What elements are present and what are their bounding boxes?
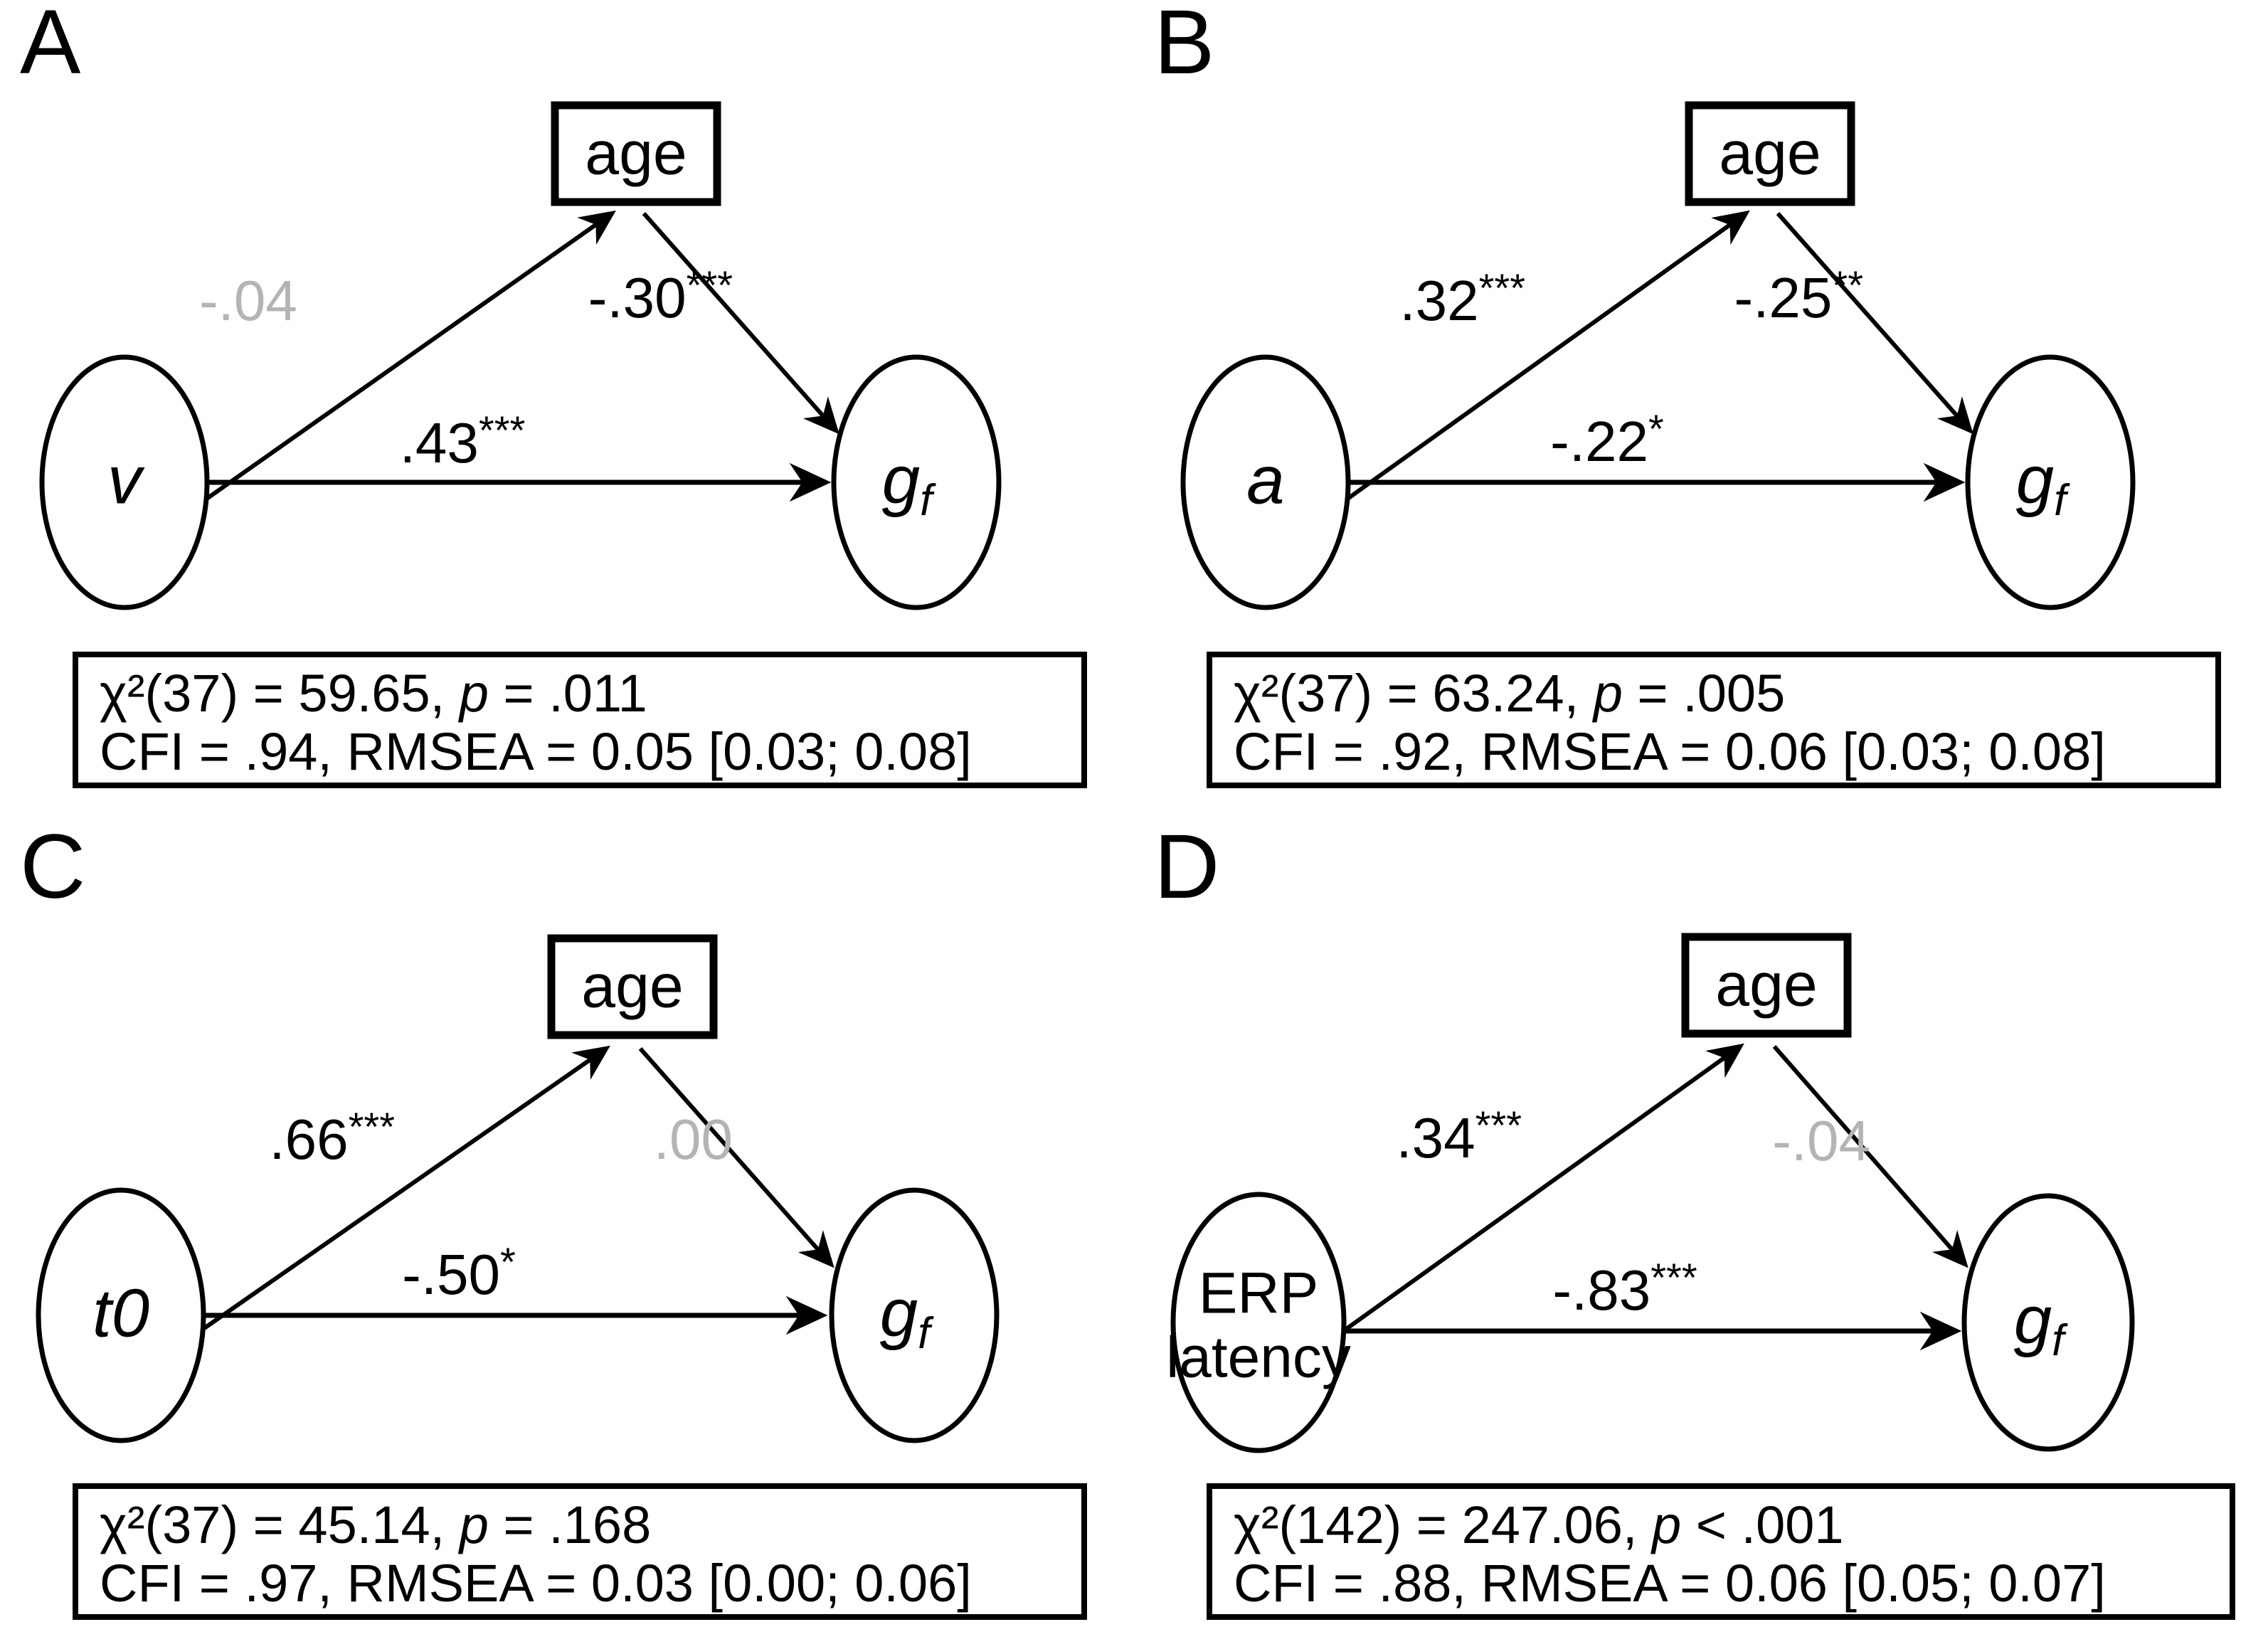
- mediator-box[interactable]: [551, 101, 721, 206]
- predictor-label-line-1: ERP: [1199, 1261, 1319, 1326]
- edge-mediator-to-outcome: [1776, 212, 1973, 435]
- label-predictor-to-mediator: .66***: [269, 1104, 395, 1171]
- label-predictor-to-outcome: -.22*: [1550, 406, 1664, 473]
- panel-d-diagram: age ERP latency gf .34*** -.04 -.83*** χ…: [1166, 933, 2235, 1620]
- label-mediator-to-outcome: -.25**: [1734, 263, 1863, 329]
- fit-statistics-box: [73, 652, 1087, 788]
- outcome-node[interactable]: [829, 1187, 1000, 1443]
- predictor-node[interactable]: [1170, 1192, 1347, 1453]
- fit-line-1: χ²(142) = 247.06, p < .001: [1234, 1495, 1844, 1554]
- label-mediator-to-outcome: -.30***: [588, 263, 733, 329]
- panel-letter-b: B: [1154, 0, 1215, 93]
- outcome-label-base: g: [2016, 442, 2054, 518]
- edge-predictor-to-mediator: [191, 1045, 610, 1339]
- fit-statistics-box: [1207, 652, 2221, 788]
- label-predictor-to-outcome: -.50*: [402, 1239, 516, 1306]
- outcome-label-base: g: [2014, 1282, 2052, 1358]
- outcome-label-base: g: [882, 442, 920, 518]
- mediator-box[interactable]: [547, 934, 718, 1039]
- fit-statistics-box: [1207, 1483, 2235, 1620]
- fit-line-2: CFI = .94, RMSEA = 0.05 [0.03; 0.08]: [100, 722, 972, 781]
- predictor-label: v: [107, 442, 145, 518]
- fit-line-1: χ²(37) = 45.14, p = .168: [100, 1495, 651, 1554]
- edge-predictor-to-mediator: [1335, 210, 1750, 509]
- predictor-node[interactable]: [39, 354, 210, 610]
- outcome-node[interactable]: [1965, 354, 2136, 610]
- mediator-label: age: [585, 120, 687, 188]
- fit-line-2: CFI = .88, RMSEA = 0.06 [0.05; 0.07]: [1234, 1554, 2106, 1613]
- label-predictor-to-outcome: .43***: [400, 408, 526, 474]
- panel-d: D age ERP latency gf: [1134, 816, 2268, 1649]
- edge-mediator-to-outcome: [1772, 1045, 1968, 1268]
- panel-letter-a: A: [20, 0, 81, 93]
- outcome-node[interactable]: [831, 354, 1002, 610]
- panel-c-diagram: age t0 gf .66*** .00 -.50* χ²(37) = 45.1…: [36, 934, 1087, 1620]
- label-mediator-to-outcome: .00: [654, 1108, 733, 1171]
- mediator-box[interactable]: [1685, 101, 1855, 206]
- panel-a-diagram: age v gf -.04 -.30*** .43*** χ²(37) = 59…: [39, 101, 1087, 788]
- edge-predictor-to-mediator: [194, 210, 616, 509]
- label-predictor-to-mediator: -.04: [199, 269, 297, 332]
- panel-b: B age a gf .32***: [1134, 0, 2268, 824]
- mediator-box[interactable]: [1681, 933, 1852, 1038]
- predictor-node[interactable]: [36, 1187, 206, 1443]
- outcome-node[interactable]: [1961, 1193, 2135, 1452]
- panel-letter-c: C: [20, 816, 86, 918]
- predictor-label: t0: [92, 1275, 149, 1351]
- mediator-label: age: [1715, 951, 1818, 1019]
- mediator-label: age: [1719, 120, 1821, 188]
- mediator-label: age: [581, 953, 684, 1021]
- predictor-node[interactable]: [1180, 354, 1351, 610]
- label-predictor-to-mediator: .34***: [1396, 1103, 1522, 1170]
- edge-predictor-to-mediator: [1326, 1043, 1744, 1345]
- panel-c: C age t0 gf .66***: [0, 816, 1134, 1649]
- label-predictor-to-outcome: -.83***: [1552, 1255, 1697, 1322]
- panel-b-diagram: age a gf .32*** -.25** -.22* χ²(37) = 63…: [1180, 101, 2221, 788]
- panel-letter-d: D: [1154, 816, 1220, 918]
- edge-mediator-to-outcome: [638, 1047, 834, 1268]
- predictor-label-line-2: latency: [1166, 1325, 1351, 1390]
- fit-line-2: CFI = .97, RMSEA = 0.03 [0.00; 0.06]: [100, 1554, 972, 1613]
- outcome-label-base: g: [880, 1275, 918, 1351]
- fit-line-1: χ²(37) = 63.24, p = .005: [1234, 664, 1785, 723]
- label-predictor-to-mediator: .32***: [1399, 265, 1525, 332]
- label-mediator-to-outcome: -.04: [1772, 1109, 1870, 1172]
- fit-line-1: χ²(37) = 59.65, p = .011: [100, 664, 647, 723]
- panel-a: A age v: [0, 0, 1134, 824]
- fit-statistics-box: [73, 1483, 1087, 1620]
- edge-mediator-to-outcome: [642, 212, 839, 435]
- predictor-label: a: [1246, 442, 1284, 518]
- fit-line-2: CFI = .92, RMSEA = 0.06 [0.03; 0.08]: [1234, 722, 2106, 781]
